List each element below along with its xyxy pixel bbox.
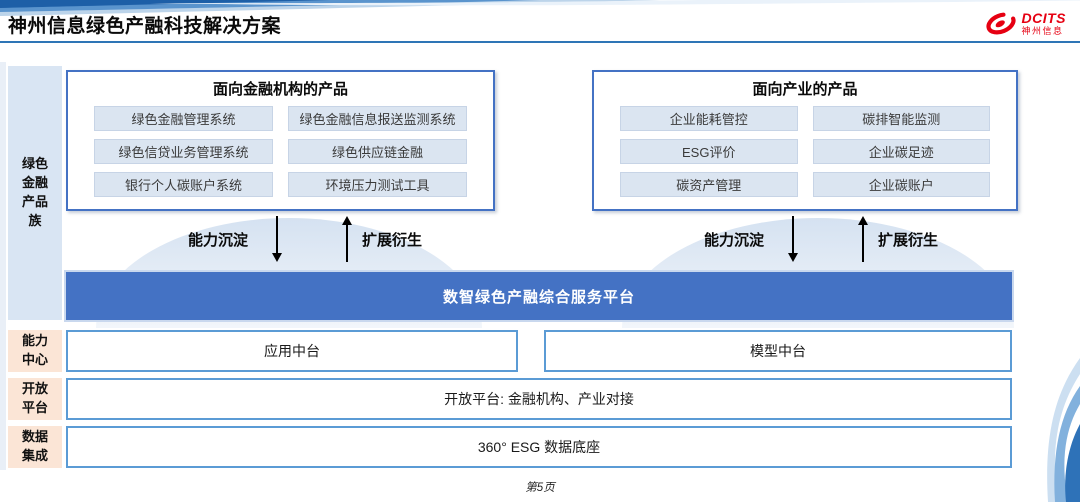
arrow-up-icon — [342, 216, 352, 262]
finance-products-title: 面向金融机构的产品 — [212, 81, 348, 98]
product-pill: 碳排智能监测 — [812, 106, 990, 131]
product-pill: ESG评价 — [620, 139, 798, 164]
sidebar-label-open-platform-text: 开放平台 — [22, 381, 49, 415]
arrow-up-icon — [858, 216, 868, 262]
sidebar-label-product-family-text: 绿色金融产品族 — [22, 156, 49, 228]
product-pill: 企业碳账户 — [812, 172, 990, 197]
arrow-group-left: 能力沉淀 扩展衍生 — [188, 214, 438, 268]
expansion-derive-label: 扩展衍生 — [878, 232, 939, 249]
industry-products-grid: 企业能耗管控 碳排智能监测 ESG评价 企业碳足迹 碳资产管理 企业碳账户 — [594, 99, 1016, 209]
sidebar-label-capability-center: 能力中心 — [8, 330, 62, 372]
product-pill: 银行个人碳账户系统 — [94, 172, 273, 197]
product-pill: 企业碳足迹 — [812, 139, 990, 164]
model-middle-platform-box: 模型中台 — [544, 330, 1012, 372]
sidebar-label-capability-center-text: 能力中心 — [22, 333, 49, 367]
logo-brand-cn: 神州信息 — [1021, 26, 1064, 36]
product-pill: 绿色供应链金融 — [288, 139, 467, 164]
platform-bar: 数智绿色产融综合服务平台 — [66, 272, 1012, 320]
open-platform-row: 开放平台: 金融机构、产业对接 — [66, 378, 1012, 420]
top-swoosh-decoration — [0, 0, 1080, 16]
logo-brand: DCITS — [1021, 10, 1066, 26]
sidebar-label-data-integration: 数据集成 — [8, 426, 62, 468]
page-number: 第5页 — [525, 482, 555, 494]
product-pill: 企业能耗管控 — [620, 106, 798, 131]
sidebar-label-open-platform: 开放平台 — [8, 378, 62, 420]
esg-data-base-row: 360° ESG 数据底座 — [66, 426, 1012, 468]
sidebar-label-data-integration-text: 数据集成 — [22, 429, 49, 463]
product-pill: 碳资产管理 — [620, 172, 798, 197]
product-pill: 环境压力测试工具 — [288, 172, 467, 197]
expansion-derive-label: 扩展衍生 — [362, 232, 423, 249]
arrow-down-icon — [788, 216, 798, 262]
dcits-swirl-icon — [985, 12, 1016, 35]
finance-products-box: 面向金融机构的产品 绿色金融管理系统 绿色金融信息报送监测系统 绿色信贷业务管理… — [66, 70, 495, 211]
product-pill: 绿色信贷业务管理系统 — [94, 139, 273, 164]
sidebar-label-product-family: 绿色金融产品族 — [8, 66, 62, 320]
industry-products-box: 面向产业的产品 企业能耗管控 碳排智能监测 ESG评价 企业碳足迹 碳资产管理 … — [592, 70, 1018, 211]
left-margin-strip — [0, 62, 6, 470]
dcits-logo: DCITS 神州信息 — [984, 10, 1067, 37]
industry-products-title: 面向产业的产品 — [752, 81, 858, 98]
app-middle-platform-box: 应用中台 — [66, 330, 518, 372]
capability-deposit-label: 能力沉淀 — [704, 232, 765, 249]
logo-text: DCITS 神州信息 — [1022, 11, 1067, 36]
corner-swoosh-decoration — [1047, 358, 1080, 502]
capability-deposit-label: 能力沉淀 — [188, 232, 249, 249]
arrow-group-right: 能力沉淀 扩展衍生 — [704, 214, 954, 268]
finance-products-grid: 绿色金融管理系统 绿色金融信息报送监测系统 绿色信贷业务管理系统 绿色供应链金融… — [68, 99, 493, 209]
header-divider — [0, 41, 1080, 43]
page-title: 神州信息绿色产融科技解决方案 — [8, 16, 282, 37]
arrow-down-icon — [272, 216, 282, 262]
product-pill: 绿色金融信息报送监测系统 — [288, 106, 467, 131]
product-pill: 绿色金融管理系统 — [94, 106, 273, 131]
